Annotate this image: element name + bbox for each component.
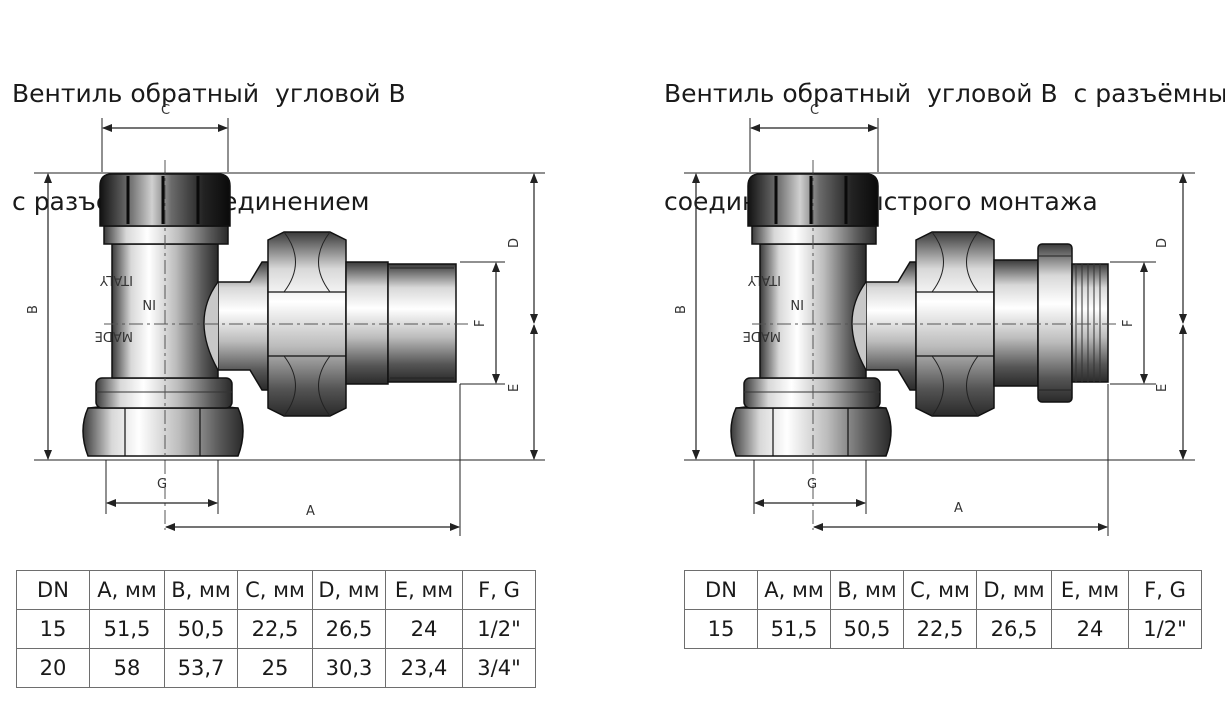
right-title-line1: Вентиль обратный угловой В с разъёмным — [664, 79, 1225, 108]
table-cell: 51,5 — [757, 609, 831, 649]
table-header-cell: B, мм — [830, 570, 904, 610]
left-title-line1: Вентиль обратный угловой В — [12, 79, 406, 108]
right-dim-e: E — [1155, 384, 1170, 392]
table-cell: 3/4" — [462, 648, 536, 688]
left-dim-g: G — [157, 477, 167, 492]
left-dim-a: A — [306, 504, 315, 519]
table-header-row: DN A, мм B, мм C, мм D, мм E, мм F, G — [16, 570, 536, 610]
right-dim-a: A — [954, 501, 963, 516]
table-row: 15 51,5 50,5 22,5 26,5 24 1/2" — [16, 609, 536, 649]
table-header-cell: D, мм — [312, 570, 386, 610]
left-dim-c: C — [161, 103, 170, 118]
table-header-cell: F, G — [1128, 570, 1202, 610]
table-row: 15 51,5 50,5 22,5 26,5 24 1/2" — [684, 609, 1202, 649]
table-cell: 1/2" — [1128, 609, 1202, 649]
right-stamp-made: MADE — [743, 328, 781, 343]
table-header-cell: F, G — [462, 570, 536, 610]
table-header-cell: D, мм — [976, 570, 1052, 610]
left-stamp-italy: ITALY — [100, 272, 133, 287]
left-spec-table: DN A, мм B, мм C, мм D, мм E, мм F, G 15… — [16, 570, 536, 688]
table-header-cell: C, мм — [903, 570, 977, 610]
right-valve-drawing: ITALY IN MADE C B D F — [674, 103, 1195, 536]
right-stamp-in: IN — [790, 296, 804, 311]
table-cell: 15 — [684, 609, 758, 649]
table-cell: 20 — [16, 648, 90, 688]
left-valve-drawing: ITALY IN MADE C B — [26, 103, 545, 536]
table-cell: 15 — [16, 609, 90, 649]
table-cell: 25 — [237, 648, 313, 688]
table-cell: 24 — [385, 609, 463, 649]
left-dim-e: E — [507, 384, 522, 392]
right-spec-table: DN A, мм B, мм C, мм D, мм E, мм F, G 15… — [684, 570, 1202, 649]
table-header-cell: A, мм — [89, 570, 165, 610]
right-dim-d: D — [1155, 238, 1170, 248]
left-dim-f: F — [473, 320, 488, 327]
table-header-cell: C, мм — [237, 570, 313, 610]
table-header-cell: A, мм — [757, 570, 831, 610]
table-cell: 50,5 — [164, 609, 238, 649]
table-cell: 23,4 — [385, 648, 463, 688]
table-header-cell: E, мм — [1051, 570, 1129, 610]
table-header-cell: B, мм — [164, 570, 238, 610]
left-dim-d: D — [507, 238, 522, 248]
left-stamp-made: MADE — [95, 328, 133, 343]
right-dim-c: C — [810, 103, 819, 118]
right-dim-b: B — [674, 305, 689, 314]
table-header-cell: DN — [684, 570, 758, 610]
table-header-row: DN A, мм B, мм C, мм D, мм E, мм F, G — [684, 570, 1202, 610]
table-cell: 1/2" — [462, 609, 536, 649]
right-dim-f: F — [1121, 320, 1136, 327]
table-header-cell: DN — [16, 570, 90, 610]
table-header-cell: E, мм — [385, 570, 463, 610]
table-cell: 53,7 — [164, 648, 238, 688]
table-cell: 30,3 — [312, 648, 386, 688]
table-cell: 51,5 — [89, 609, 165, 649]
left-dim-b: B — [26, 305, 41, 314]
table-cell: 26,5 — [976, 609, 1052, 649]
table-cell: 50,5 — [830, 609, 904, 649]
table-cell: 24 — [1051, 609, 1129, 649]
right-stamp-italy: ITALY — [748, 272, 781, 287]
table-cell: 22,5 — [237, 609, 313, 649]
table-row: 20 58 53,7 25 30,3 23,4 3/4" — [16, 648, 536, 688]
table-cell: 26,5 — [312, 609, 386, 649]
table-cell: 58 — [89, 648, 165, 688]
left-stamp-in: IN — [142, 296, 156, 311]
table-cell: 22,5 — [903, 609, 977, 649]
right-dim-g: G — [807, 477, 817, 492]
